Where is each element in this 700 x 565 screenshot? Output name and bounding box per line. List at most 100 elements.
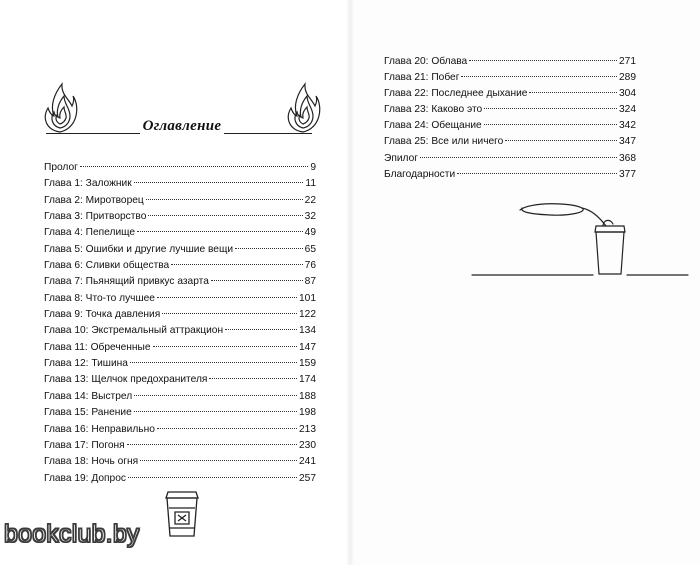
toc-entry[interactable]: Глава 4: Пепелище 49 bbox=[44, 225, 316, 241]
header-divider bbox=[46, 133, 140, 134]
toc-entry-label: Глава 3: Притворство bbox=[44, 211, 147, 223]
toc-entry-page: 101 bbox=[299, 292, 316, 304]
toc-entry-page: 174 bbox=[299, 374, 316, 386]
toc-leader bbox=[137, 231, 303, 233]
toc-entry[interactable]: Глава 18: Ночь огня 241 bbox=[44, 454, 316, 470]
toc-entry-label: Глава 9: Точка давления bbox=[44, 309, 161, 321]
toc-entry-page: 241 bbox=[299, 456, 316, 468]
toc-entry-page: 213 bbox=[299, 423, 316, 435]
toc-entry[interactable]: Глава 13: Щелчок предохранителя 174 bbox=[44, 372, 316, 388]
toc-entry-label: Глава 13: Щелчок предохранителя bbox=[44, 374, 208, 386]
toc-entry[interactable]: Глава 20: Облава 271 bbox=[384, 54, 636, 70]
toc-entry-label: Глава 10: Экстремальный аттракцион bbox=[44, 325, 224, 337]
toc-entry-page: 134 bbox=[299, 325, 316, 337]
toc-entry-page: 32 bbox=[304, 211, 316, 223]
page-title: Оглавление bbox=[142, 118, 222, 134]
toc-entry-page: 22 bbox=[304, 194, 316, 206]
toc-entry-page: 122 bbox=[299, 309, 316, 321]
toc-leader bbox=[225, 329, 297, 331]
toc-entry-label: Глава 11: Обреченные bbox=[44, 341, 151, 353]
toc-entry-page: 230 bbox=[299, 439, 316, 451]
toc-entry-page: 289 bbox=[619, 72, 636, 84]
toc-leader bbox=[235, 247, 303, 249]
toc-entry-page: 147 bbox=[299, 341, 316, 353]
toc-leader bbox=[145, 198, 303, 200]
toc-entry[interactable]: Глава 9: Точка давления 122 bbox=[44, 307, 316, 323]
toc-entry[interactable]: Глава 17: Погоня 230 bbox=[44, 438, 316, 454]
toc-leader bbox=[419, 156, 617, 158]
toc-leader bbox=[127, 476, 297, 478]
toc-leader bbox=[152, 345, 297, 347]
toc-entry[interactable]: Глава 11: Обреченные 147 bbox=[44, 340, 316, 356]
toc-entry-label: Глава 25: Все или ничего bbox=[384, 136, 504, 148]
toc-leader bbox=[505, 140, 617, 142]
toc-leader bbox=[129, 362, 297, 364]
toc-entry-page: 271 bbox=[619, 56, 636, 67]
toc-leader bbox=[133, 411, 297, 413]
toc-entry[interactable]: Глава 19: Допрос 257 bbox=[44, 471, 316, 487]
flame-icon bbox=[287, 82, 321, 133]
coffee-line-art bbox=[471, 203, 689, 276]
toc-entry[interactable]: Глава 10: Экстремальный аттракцион 134 bbox=[44, 323, 316, 339]
toc-entry-label: Глава 4: Пепелище bbox=[44, 227, 136, 239]
toc-leader bbox=[483, 124, 617, 126]
toc-entry-page: 257 bbox=[299, 472, 316, 484]
right-page bbox=[350, 0, 700, 565]
toc-entry-page: 9 bbox=[310, 162, 316, 173]
toc-leader bbox=[529, 92, 617, 94]
toc-leader bbox=[156, 296, 297, 298]
toc-list-right: Глава 20: Облава 271 Глава 21: Побег 289 Г… bbox=[384, 54, 636, 183]
toc-entry-page: 49 bbox=[304, 227, 316, 239]
toc-entry-label: Глава 1: Заложник bbox=[44, 178, 132, 190]
toc-entry-page: 347 bbox=[619, 136, 636, 148]
toc-entry[interactable]: Глава 3: Притворство 32 bbox=[44, 209, 316, 225]
toc-leader bbox=[126, 443, 297, 445]
flame-icon bbox=[44, 82, 78, 133]
toc-leader bbox=[162, 313, 297, 315]
toc-entry-label: Глава 7: Пьянящий привкус азарта bbox=[44, 276, 209, 288]
left-page bbox=[0, 0, 350, 565]
toc-entry-page: 198 bbox=[299, 407, 316, 419]
toc-leader bbox=[484, 108, 617, 110]
toc-entry-label: Глава 20: Облава bbox=[384, 56, 468, 67]
toc-entry[interactable]: Глава 21: Побег 289 bbox=[384, 70, 636, 86]
toc-entry-label: Глава 23: Каково это bbox=[384, 104, 483, 116]
toc-entry-label: Эпилог bbox=[384, 152, 418, 164]
toc-entry-label: Глава 18: Ночь огня bbox=[44, 456, 139, 468]
toc-leader bbox=[148, 215, 303, 217]
toc-entry-page: 76 bbox=[304, 260, 316, 272]
toc-leader bbox=[210, 280, 303, 282]
toc-entry[interactable]: Глава 25: Все или ничего 347 bbox=[384, 134, 636, 150]
toc-entry-page: 342 bbox=[619, 120, 636, 132]
book-gutter bbox=[346, 0, 354, 565]
coffee-cup-icon bbox=[165, 491, 199, 537]
toc-entry-label: Глава 17: Погоня bbox=[44, 439, 125, 451]
toc-leader bbox=[134, 394, 297, 396]
toc-leader bbox=[469, 60, 617, 61]
toc-entry-label: Глава 19: Допрос bbox=[44, 472, 126, 484]
header-divider bbox=[224, 133, 312, 134]
toc-leader bbox=[461, 76, 617, 78]
toc-leader bbox=[133, 182, 304, 184]
toc-leader bbox=[209, 378, 297, 380]
toc-entry-label: Глава 14: Выстрел bbox=[44, 390, 133, 402]
toc-entry-label: Глава 21: Побег bbox=[384, 72, 460, 84]
toc-entry-label: Глава 5: Ошибки и другие лучшие вещи bbox=[44, 243, 234, 255]
toc-leader bbox=[156, 427, 297, 429]
